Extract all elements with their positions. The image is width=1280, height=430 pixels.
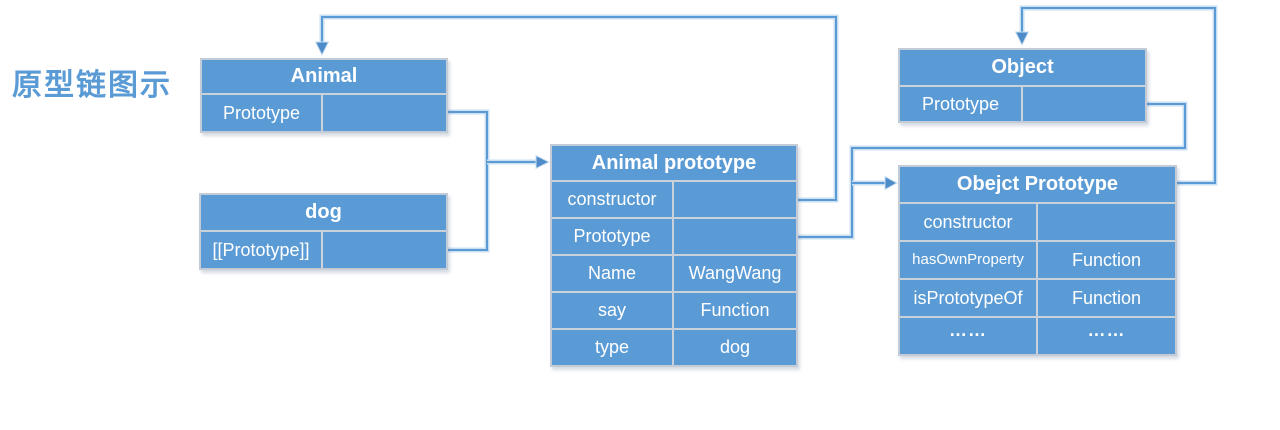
table-row: isPrototypeOf Function [900,278,1175,316]
dog-box: dog [[Prototype]] [199,193,448,270]
ellipsis-value: …… [1087,320,1126,340]
dog-prototype-value [323,232,446,268]
object-prototype-value [1023,87,1145,121]
table-row: [[Prototype]] [201,230,446,268]
name-key: Name [552,256,674,291]
arrowhead-into-animal [314,41,330,57]
object-prototype-box-title: Obejct Prototype [956,173,1119,195]
object-box-title: Object [991,56,1054,78]
hasownproperty-key: hasOwnProperty [900,242,1038,278]
name-value: WangWang [688,263,782,283]
table-row: Prototype [552,217,796,254]
dog-prototype-key: [[Prototype]] [201,232,323,268]
connector-animal-and-dog-trunk [448,111,488,251]
arrowhead-into-object [1014,31,1030,47]
table-row: constructor [900,202,1175,240]
dog-box-title: dog [305,201,342,223]
ellipsis-key: …… [900,318,1038,354]
connector-objectprototype-to-object [1021,7,1216,184]
diagram-title: 原型链图示 [12,69,172,102]
isprototypeof-value: Function [1071,288,1142,308]
type-key: type [552,330,674,365]
table-row: hasOwnProperty Function [900,240,1175,278]
constructor-key: constructor [900,204,1038,240]
table-row: type dog [552,328,796,365]
animal-prototype-value [323,95,446,131]
table-row: …… …… [900,316,1175,354]
prototype-value [674,219,796,254]
constructor-value [674,182,796,217]
connector-constructor-to-animal [321,16,837,201]
table-row: Prototype [202,93,446,131]
table-row: Prototype [900,85,1145,121]
animal-prototype-box: Animal prototype constructor Prototype N… [550,144,798,367]
animal-box-title: Animal [290,65,358,87]
type-value: dog [719,337,751,357]
constructor-value [1038,204,1175,240]
say-key: say [552,293,674,328]
animal-prototype-box-title: Animal prototype [591,152,757,174]
animal-prototype-key: Prototype [202,95,323,131]
constructor-key: constructor [552,182,674,217]
object-prototype-box: Obejct Prototype constructor hasOwnPrope… [898,165,1177,356]
say-value: Function [700,300,770,320]
object-box: Object Prototype [898,48,1147,123]
connector-object-and-animalproto-trunk [798,103,1186,238]
arrowhead-into-animal-prototype [535,154,551,170]
table-row: Name WangWang [552,254,796,291]
isprototypeof-key: isPrototypeOf [900,280,1038,316]
prototype-key: Prototype [552,219,674,254]
animal-box: Animal Prototype [200,58,448,133]
arrowhead-into-object-prototype [884,175,899,191]
object-prototype-key: Prototype [900,87,1023,121]
table-row: say Function [552,291,796,328]
table-row: constructor [552,180,796,217]
hasownproperty-value: Function [1071,250,1142,270]
